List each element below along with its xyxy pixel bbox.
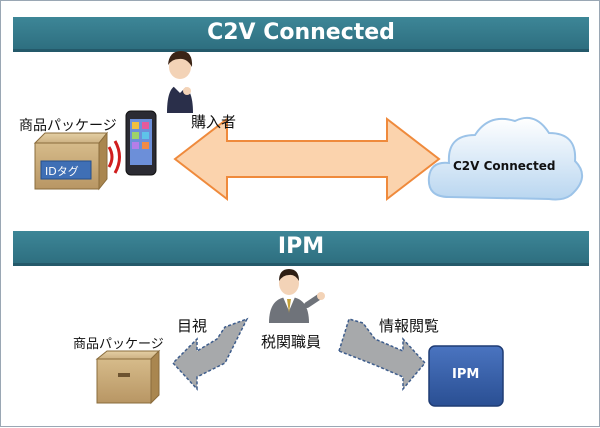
browse-arrow xyxy=(338,318,426,392)
inspect-arrow xyxy=(171,317,249,391)
browse-label: 情報閲覧 xyxy=(379,317,440,335)
package-label-bottom: 商品パッケージ xyxy=(73,337,164,352)
package-label-top: 商品パッケージ xyxy=(19,118,117,134)
inspect-label: 目視 xyxy=(177,317,208,335)
package-box-bottom xyxy=(95,349,161,405)
buyer-label: 購入者 xyxy=(191,113,237,131)
ipm-banner: IPM xyxy=(13,231,589,266)
package-box-top xyxy=(33,131,109,191)
buyer-person-icon xyxy=(167,51,193,113)
ipm-box-label: IPM xyxy=(452,367,480,382)
customs-officer-icon xyxy=(269,269,325,323)
officer-label: 税関職員 xyxy=(261,333,322,351)
cloud-icon xyxy=(427,117,583,201)
cloud-label: C2V Connected xyxy=(453,159,556,173)
ipm-system-box xyxy=(428,345,504,407)
rfid-signal-icon xyxy=(107,140,121,174)
c2v-banner: C2V Connected xyxy=(13,17,589,52)
smartphone-icon xyxy=(125,110,157,176)
id-tag-label: IDタグ xyxy=(45,165,79,178)
connection-arrow-orange xyxy=(173,116,441,202)
